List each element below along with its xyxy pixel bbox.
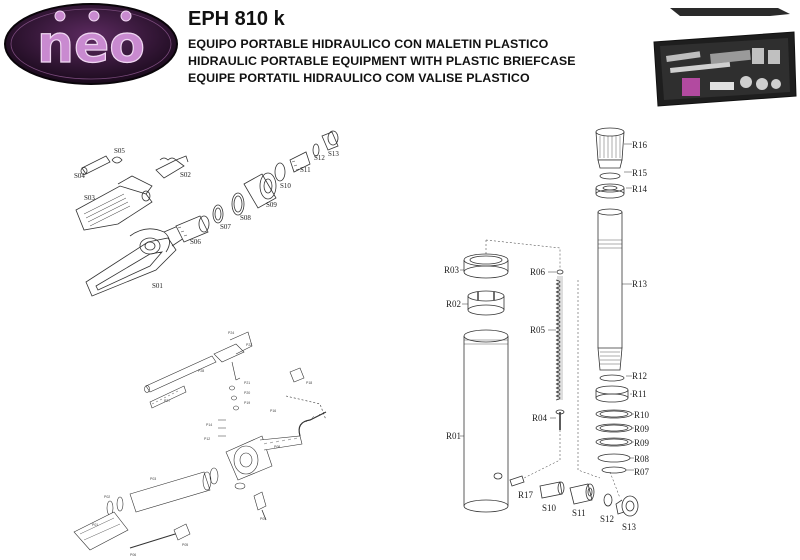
label-r12: R12 — [632, 371, 647, 381]
label-s13: S13 — [328, 150, 339, 158]
label-s06: S06 — [190, 238, 201, 246]
svg-text:P04: P04 — [260, 517, 266, 521]
label-r01: R01 — [446, 431, 461, 441]
label-s01: S01 — [152, 282, 163, 290]
label-r16: R16 — [632, 140, 648, 150]
part-s04 — [80, 155, 111, 175]
part-s13-ram — [615, 495, 639, 517]
label-r08: R08 — [634, 454, 650, 464]
part-r06 — [556, 269, 564, 275]
label-s04: S04 — [74, 172, 85, 180]
part-r02 — [467, 290, 505, 316]
part-r13 — [597, 208, 623, 371]
part-r07 — [601, 466, 627, 474]
svg-text:P12: P12 — [204, 437, 210, 441]
toolcase-photo — [650, 2, 798, 108]
label-r02: R02 — [446, 299, 461, 309]
part-s08 — [231, 192, 245, 216]
label-s08: S08 — [240, 214, 251, 222]
part-r03 — [463, 253, 509, 279]
svg-text:P03: P03 — [150, 477, 156, 481]
label-s11: S11 — [300, 166, 311, 174]
part-s11-ram — [569, 483, 595, 505]
label-s02: S02 — [180, 171, 191, 179]
svg-text:P05: P05 — [182, 543, 188, 547]
svg-text:P01: P01 — [92, 523, 98, 527]
label-r06: R06 — [530, 267, 546, 277]
svg-text:P02: P02 — [104, 495, 110, 499]
svg-text:P24: P24 — [228, 331, 234, 335]
part-r17 — [509, 475, 525, 487]
part-s13 — [321, 130, 339, 151]
svg-text:P22: P22 — [246, 343, 252, 347]
label-s13-ram: S13 — [622, 522, 637, 532]
label-r05: R05 — [530, 325, 546, 335]
part-r15 — [599, 172, 621, 180]
part-r12 — [599, 374, 625, 382]
label-r07: R07 — [634, 467, 650, 477]
model-title: EPH 810 k — [188, 8, 285, 30]
svg-text:P28: P28 — [198, 369, 204, 373]
label-s07: S07 — [220, 223, 231, 231]
part-r14 — [595, 183, 625, 199]
label-s12: S12 — [314, 154, 325, 162]
subtitle-es: EQUIPO PORTABLE HIDRAULICO CON MALETIN P… — [188, 37, 549, 51]
part-s05 — [111, 156, 123, 164]
part-s10 — [274, 162, 286, 182]
svg-text:P08: P08 — [274, 445, 280, 449]
label-r03: R03 — [444, 265, 460, 275]
label-r04: R04 — [532, 413, 548, 423]
label-s05: S05 — [114, 147, 125, 155]
part-r01 — [463, 329, 509, 513]
subtitle-pt: EQUIPE PORTATIL HIDRAULICO COM VALISE PL… — [188, 71, 530, 85]
label-r17: R17 — [518, 490, 534, 500]
subtitle-en: HIDRAULIC PORTABLE EQUIPMENT WITH PLASTI… — [188, 54, 576, 68]
pump-detail — [73, 331, 327, 551]
part-s07 — [212, 204, 224, 224]
svg-text:P21: P21 — [244, 381, 250, 385]
neo-logo: neo — [4, 3, 178, 85]
label-r09b: R09 — [634, 438, 650, 448]
svg-text:P06: P06 — [130, 553, 136, 557]
part-r08 — [597, 453, 631, 463]
svg-text:P16: P16 — [270, 409, 276, 413]
label-r09a: R09 — [634, 424, 650, 434]
label-s11-ram: S11 — [572, 508, 586, 518]
part-s03 — [75, 175, 153, 231]
part-s01 — [85, 225, 185, 297]
part-s12-ram — [603, 493, 613, 507]
part-s11 — [289, 151, 311, 173]
part-r11 — [595, 385, 629, 403]
label-r14: R14 — [632, 184, 648, 194]
svg-text:P18: P18 — [306, 381, 312, 385]
label-r10: R10 — [634, 410, 650, 420]
label-s12-ram: S12 — [600, 514, 614, 524]
label-r13: R13 — [632, 279, 648, 289]
label-r15: R15 — [632, 168, 648, 178]
svg-text:P20: P20 — [244, 391, 250, 395]
svg-text:P14: P14 — [206, 423, 212, 427]
label-s09: S09 — [266, 201, 277, 209]
label-s03: S03 — [84, 194, 95, 202]
label-s10: S10 — [280, 182, 291, 190]
part-s06 — [175, 215, 210, 243]
part-r16 — [595, 127, 625, 169]
part-s09 — [243, 172, 277, 209]
part-s02 — [155, 155, 189, 179]
label-r11: R11 — [632, 389, 647, 399]
part-s10-ram — [539, 481, 565, 499]
part-r05 — [555, 276, 563, 401]
logo-text: neo — [37, 15, 145, 75]
part-s12 — [312, 143, 320, 157]
svg-text:P19: P19 — [244, 401, 250, 405]
svg-text:P27: P27 — [164, 399, 170, 403]
label-s10-ram: S10 — [542, 503, 557, 513]
